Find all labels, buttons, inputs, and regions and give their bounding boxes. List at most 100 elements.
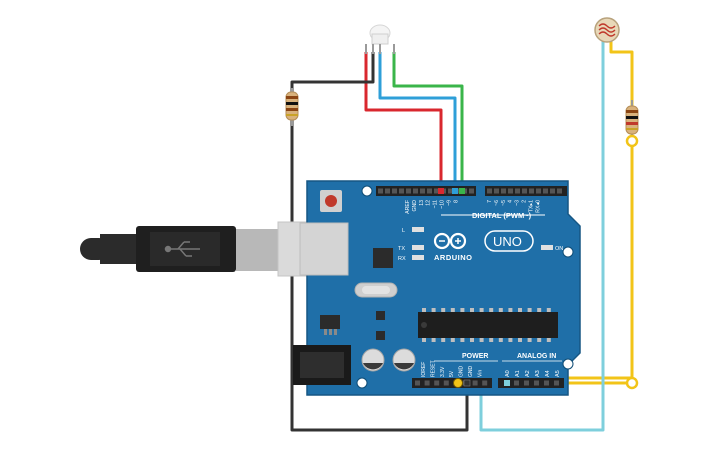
- header-socket[interactable]: [524, 380, 529, 386]
- pin-a0-socket[interactable]: [504, 380, 510, 386]
- pin-label: A4: [545, 370, 551, 377]
- power-header[interactable]: [412, 378, 492, 388]
- header-socket[interactable]: [434, 188, 439, 194]
- header-socket[interactable]: [399, 188, 404, 194]
- usb-port[interactable]: [299, 222, 349, 276]
- pin-9-socket[interactable]: [459, 188, 465, 194]
- smd-chip: [376, 331, 385, 340]
- header-socket[interactable]: [472, 380, 478, 386]
- pin-5v-socket[interactable]: [453, 378, 463, 388]
- voltage-regulator: [320, 315, 340, 335]
- pin-label: A2: [525, 370, 531, 377]
- wire-green[interactable]: [392, 52, 464, 192]
- wire-light-blue[interactable]: [479, 40, 605, 432]
- header-socket[interactable]: [522, 188, 527, 194]
- mounting-hole: [356, 377, 368, 389]
- chip-pin: [460, 338, 465, 342]
- header-socket[interactable]: [415, 380, 420, 386]
- header-socket[interactable]: [494, 188, 499, 194]
- pin-label: 7: [487, 200, 493, 203]
- chip-pin: [527, 338, 532, 342]
- pin-label: Vin: [477, 370, 483, 377]
- pin-label: 8: [453, 200, 459, 203]
- wire-blue[interactable]: [378, 52, 457, 192]
- pin-label: ~9: [446, 200, 452, 206]
- pin-label: 2: [522, 200, 528, 203]
- header-socket[interactable]: [508, 188, 513, 194]
- chip-pin: [489, 308, 494, 312]
- pin-label: GND: [459, 366, 465, 378]
- chip-pin: [422, 308, 426, 312]
- header-socket[interactable]: [487, 188, 492, 194]
- led-rx-label: RX: [398, 256, 406, 262]
- crystal-oscillator: [354, 282, 398, 298]
- header-socket[interactable]: [515, 188, 520, 194]
- pin-label: A3: [535, 370, 541, 377]
- brand-word: ARDUINO: [434, 253, 473, 262]
- rgb-led[interactable]: [365, 24, 395, 54]
- pin-gnd-socket[interactable]: [463, 379, 471, 387]
- header-socket[interactable]: [420, 188, 425, 194]
- junction-node[interactable]: [625, 376, 639, 390]
- reset-button[interactable]: [320, 190, 342, 212]
- mounting-hole: [361, 185, 373, 197]
- header-socket[interactable]: [534, 380, 539, 386]
- chip-pin: [537, 308, 542, 312]
- header-socket[interactable]: [434, 380, 440, 386]
- digital-label: DIGITAL (PWM~): [472, 211, 532, 220]
- header-socket[interactable]: [514, 380, 519, 386]
- header-socket[interactable]: [448, 188, 453, 194]
- resistor-ldr[interactable]: [625, 100, 639, 148]
- power-jack[interactable]: [293, 345, 351, 385]
- atmega-microcontroller: [418, 308, 558, 342]
- model-word: UNO: [493, 234, 522, 249]
- digital-header[interactable]: [376, 186, 567, 196]
- header-socket[interactable]: [413, 188, 418, 194]
- chip-pin: [537, 338, 542, 342]
- header-socket[interactable]: [469, 188, 474, 194]
- wire-yellow[interactable]: [484, 38, 634, 385]
- chip-pin: [450, 338, 455, 342]
- pin-label: 13: [419, 200, 425, 206]
- header-socket[interactable]: [536, 188, 541, 194]
- led-l-label: L: [402, 228, 405, 234]
- header-socket[interactable]: [529, 188, 534, 194]
- header-socket[interactable]: [424, 380, 430, 386]
- header-socket[interactable]: [550, 188, 555, 194]
- mounting-hole: [562, 358, 574, 370]
- wire-red[interactable]: [364, 52, 443, 192]
- header-socket[interactable]: [443, 380, 449, 386]
- led-tx-label: TX: [398, 246, 405, 252]
- header-socket[interactable]: [482, 380, 488, 386]
- header-socket[interactable]: [543, 188, 548, 194]
- pin-label: AREF: [405, 200, 411, 214]
- pin-label: A5: [555, 370, 561, 377]
- header-socket[interactable]: [544, 380, 549, 386]
- chip-pin: [489, 338, 494, 342]
- chip-pin: [460, 308, 465, 312]
- chip-pin: [508, 308, 513, 312]
- resistor-led[interactable]: [285, 88, 299, 126]
- chip-pin: [518, 338, 522, 342]
- header-socket[interactable]: [385, 188, 390, 194]
- photoresistor[interactable]: [594, 17, 620, 43]
- chip-pin: [450, 308, 455, 312]
- header-socket[interactable]: [392, 188, 397, 194]
- pin-label: 5V: [449, 370, 455, 377]
- pin-10-socket[interactable]: [452, 188, 458, 194]
- usb-icon: [164, 241, 200, 257]
- chip-pin: [422, 338, 426, 342]
- pin-11-socket[interactable]: [438, 188, 444, 194]
- header-socket[interactable]: [557, 188, 562, 194]
- header-socket[interactable]: [406, 188, 411, 194]
- header-socket[interactable]: [554, 380, 559, 386]
- header-socket[interactable]: [501, 188, 506, 194]
- header-socket[interactable]: [378, 188, 383, 194]
- analog-label: ANALOG IN: [517, 353, 556, 360]
- header-socket[interactable]: [427, 188, 432, 194]
- chip-pin: [479, 338, 484, 342]
- pin-label: ~3: [515, 200, 521, 206]
